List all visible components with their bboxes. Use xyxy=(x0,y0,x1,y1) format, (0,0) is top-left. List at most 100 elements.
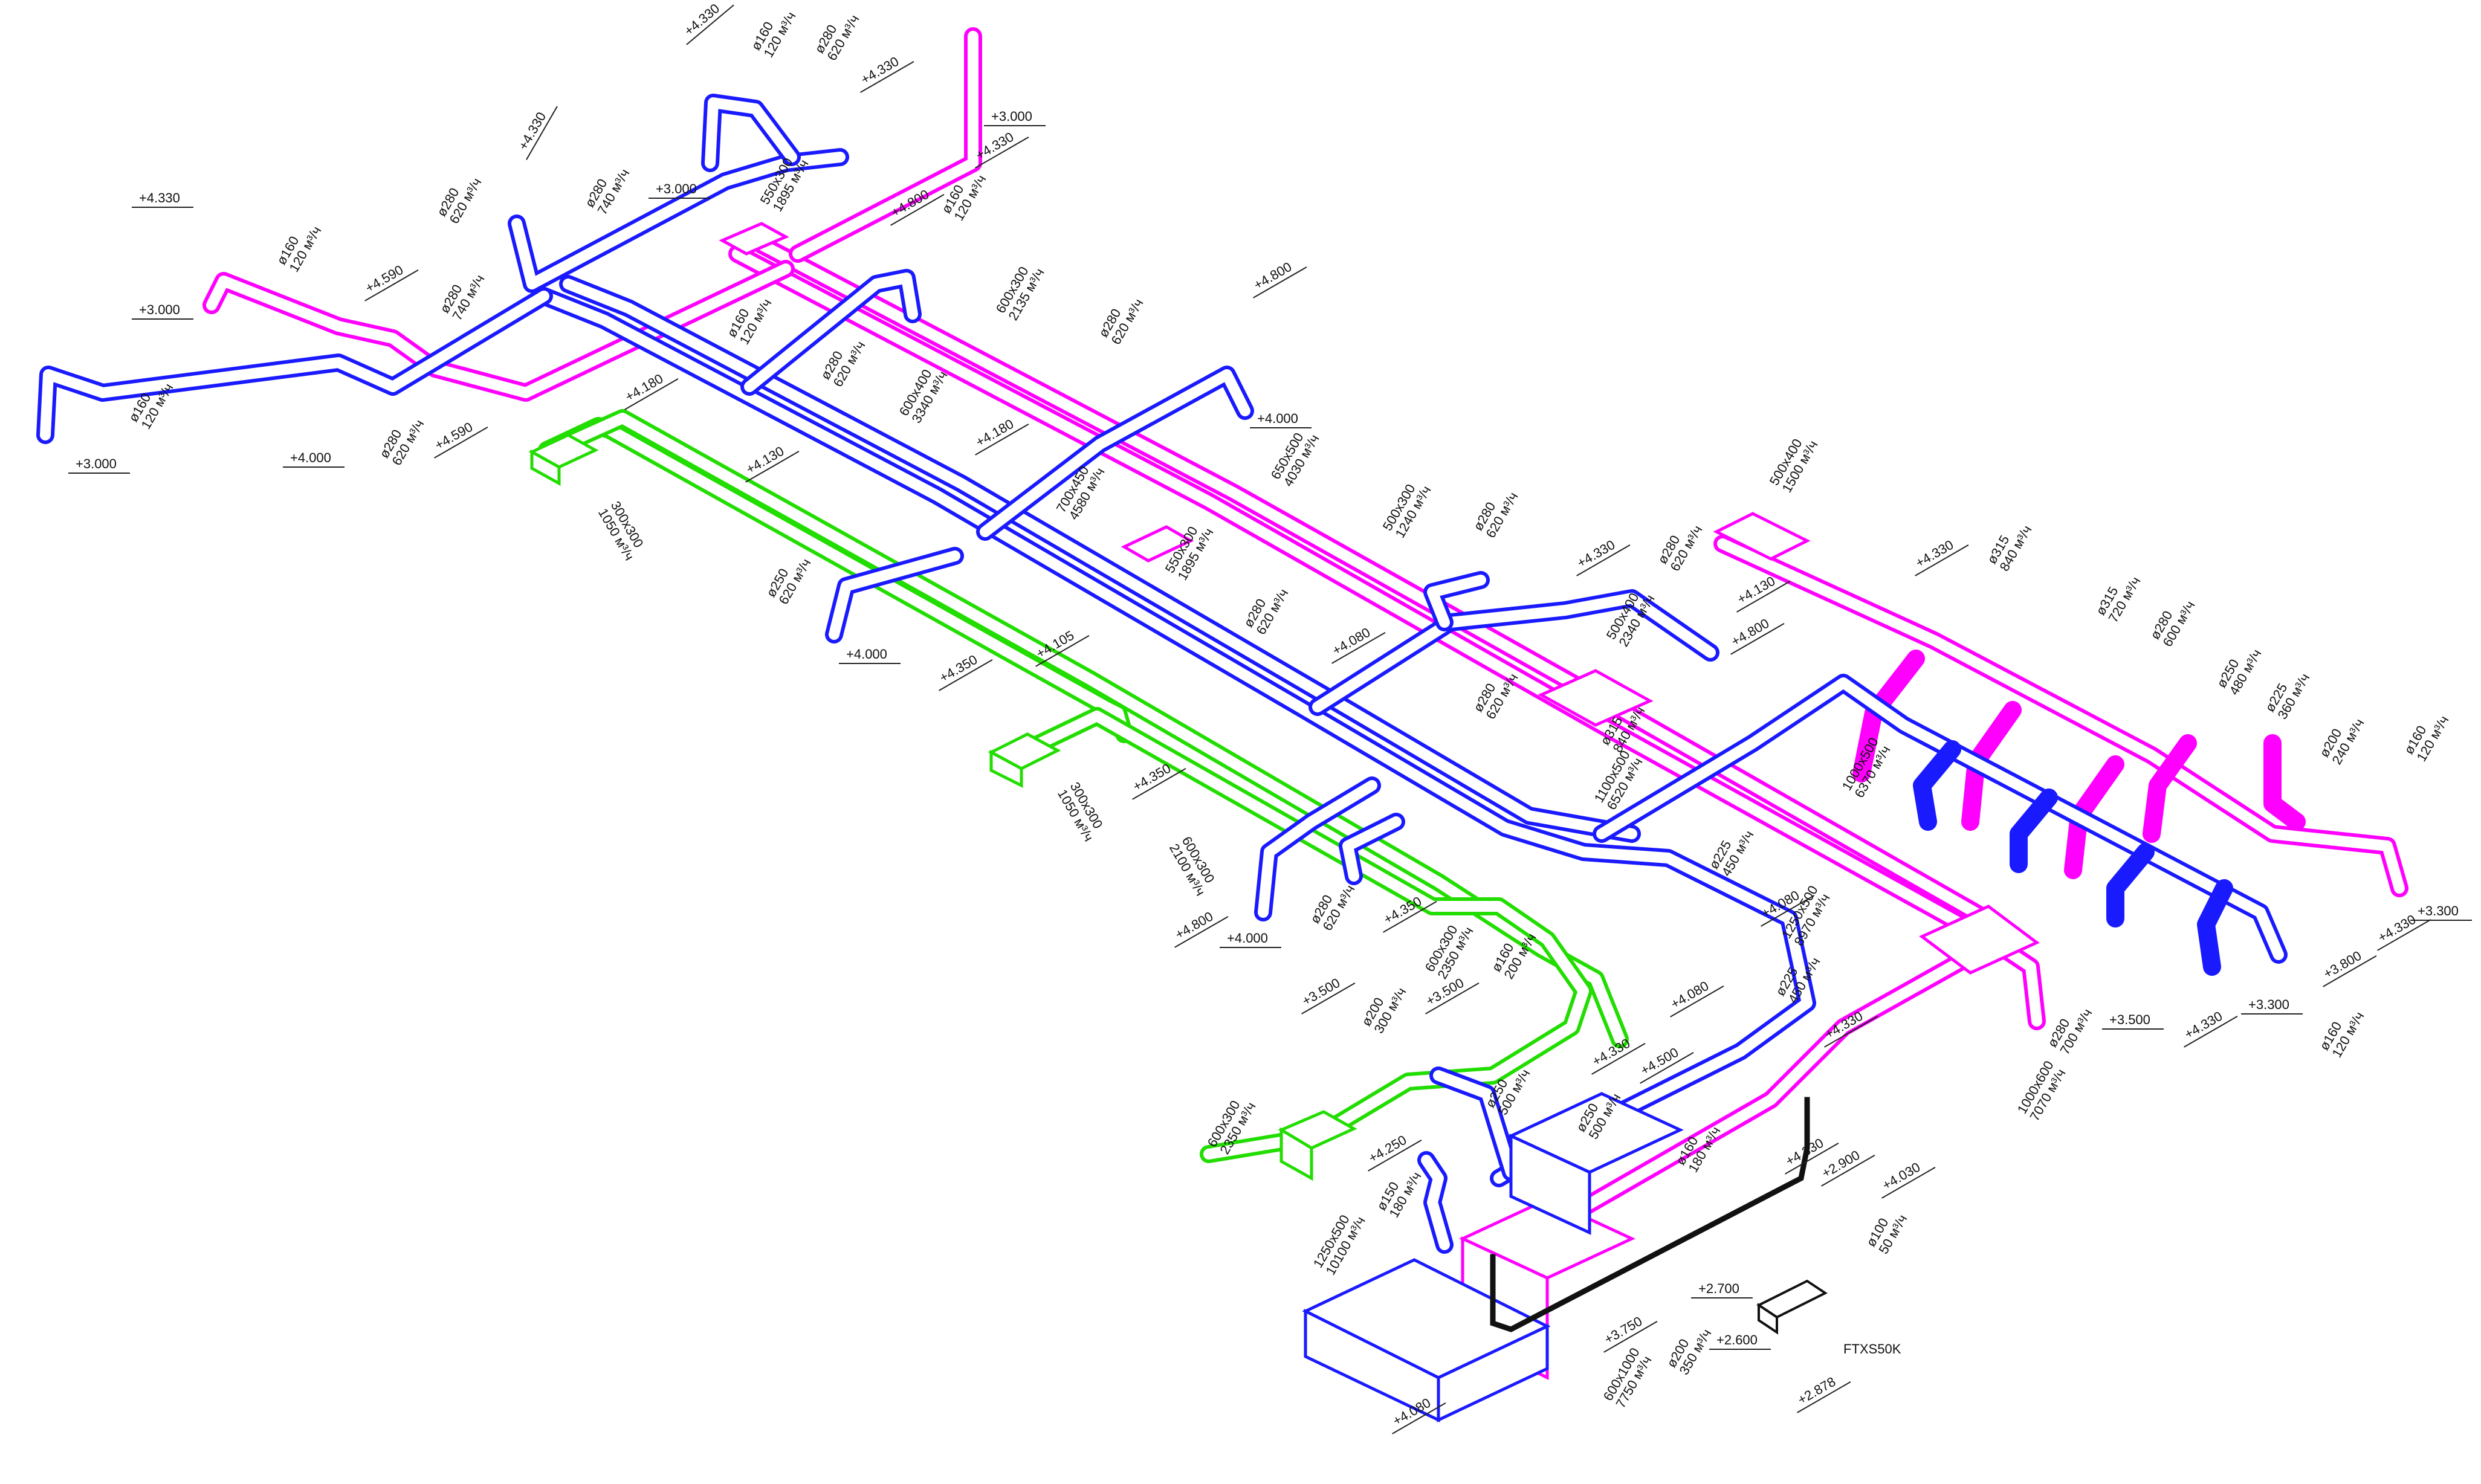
annotation-e82: +3.300 xyxy=(2241,997,2303,1015)
annotation-text-e72-0: +4.000 xyxy=(1227,931,1268,946)
annotation-text-e81-0: +3.800 xyxy=(2321,948,2364,982)
annotation-text-e87-0: +3.500 xyxy=(2109,1012,2150,1027)
extract-hood-east xyxy=(1713,512,1811,561)
annotation-text-e25-0: +4.000 xyxy=(290,450,331,465)
annotation-text-e4-0: +4.330 xyxy=(858,54,901,88)
supply-main-duct-inner xyxy=(539,291,1813,1184)
supply-drops-east xyxy=(1913,740,2233,976)
elevation-leader-e42 xyxy=(1736,581,1791,613)
annotation-e7: +3.000 xyxy=(649,181,710,199)
annotation-e104: +2.700 xyxy=(1691,1281,1753,1298)
outdoor-duct-run-south xyxy=(1018,707,1593,1163)
annotation-e96: +4.250 xyxy=(1366,1132,1422,1172)
supply-drop-1 xyxy=(1913,740,1961,831)
annotation-e107: +2.600 xyxy=(1709,1332,1771,1350)
annotation-text-e22-0: +4.800 xyxy=(1251,259,1294,293)
annotation-text-e34-0: +4.130 xyxy=(743,444,786,477)
annotation-e5: +3.000 xyxy=(984,109,1046,126)
annotation-e16: +4.590 xyxy=(363,262,419,302)
elevation-leader-e40 xyxy=(1576,544,1631,576)
annotation-e81: +3.800 xyxy=(2321,948,2377,987)
annotation-text-e6-0: +4.330 xyxy=(516,109,549,152)
annotation-text-e49-0: +4.350 xyxy=(937,652,980,686)
annotation-text-e28-0: +4.180 xyxy=(623,371,665,405)
elevation-leader-e64 xyxy=(1132,768,1186,800)
supply-drop-2 xyxy=(2010,789,2058,873)
extract-main-duct-inner xyxy=(732,248,2042,1027)
annotation-e6: +4.330 xyxy=(516,106,558,160)
elevation-leader-e49 xyxy=(939,659,993,691)
annotation-e88: +4.330 xyxy=(2182,1008,2238,1048)
extract-transition-1 xyxy=(1538,669,1654,727)
annotation-e51: +4.080 xyxy=(1330,625,1386,664)
ftxs50k-unit-front xyxy=(1758,1303,1778,1335)
annotation-text-e100-0: +4.030 xyxy=(1880,1160,1923,1193)
supply-branch-ne-2-inner xyxy=(1312,593,1716,712)
annotation-e44: +4.330 xyxy=(1913,537,1969,576)
elevation-leader-e68 xyxy=(1761,895,1815,927)
annotation-text-e42-0: +4.130 xyxy=(1735,573,1777,607)
elevation-leader-e1 xyxy=(686,4,734,45)
annotation-e108: FTXS50K xyxy=(1843,1341,1901,1357)
extract-drop-5 xyxy=(2263,734,2306,831)
extract-riser-north-inner xyxy=(792,31,978,259)
annotation-e4: +4.330 xyxy=(858,54,914,93)
annotation-text-e69-0: +4.330 xyxy=(2375,912,2418,946)
annotation-e53: +4.800 xyxy=(1729,616,1785,655)
elevation-leader-e77 xyxy=(1670,986,1724,1018)
annotation-e34: +4.130 xyxy=(743,444,800,483)
annotation-text-e99-0: +2.900 xyxy=(1819,1147,1862,1181)
annotation-text-e27-0: +4.590 xyxy=(432,419,475,453)
elevation-leader-e90 xyxy=(1591,1043,1646,1075)
elevation-leader-e96 xyxy=(1368,1140,1422,1172)
supply-duct-system xyxy=(36,94,2288,1422)
extract-transition-2 xyxy=(1919,905,2040,975)
annotation-e22: +4.800 xyxy=(1251,259,1307,298)
elevation-leader-e80 xyxy=(1824,1016,1878,1048)
supply-branch-south-2-inner xyxy=(1421,1155,1450,1250)
annotation-text-e16-0: +4.590 xyxy=(363,262,406,296)
elevation-leader-e48 xyxy=(1035,635,1090,667)
supply-plenum-front xyxy=(1509,1134,1591,1235)
annotation-text-e64-0: +4.350 xyxy=(1130,761,1173,795)
annotation-text-e7-0: +3.000 xyxy=(656,181,697,196)
annotation-e105: +3.750 xyxy=(1602,1314,1658,1353)
supply-drop-4 xyxy=(2197,879,2233,976)
elevation-leader-e109 xyxy=(1797,1381,1851,1413)
annotation-e24: +3.000 xyxy=(68,456,130,474)
annotation-text-e77-0: +4.080 xyxy=(1668,978,1711,1012)
annotation-e77: +4.080 xyxy=(1668,978,1724,1018)
elevation-leader-e88 xyxy=(2184,1016,2238,1048)
supply-branch-north-inner xyxy=(705,97,797,169)
annotation-e32: +4.000 xyxy=(1250,411,1312,428)
annotation-text-e108-0: FTXS50K xyxy=(1843,1341,1901,1357)
annotation-text-e47-0: +4.000 xyxy=(846,647,887,662)
